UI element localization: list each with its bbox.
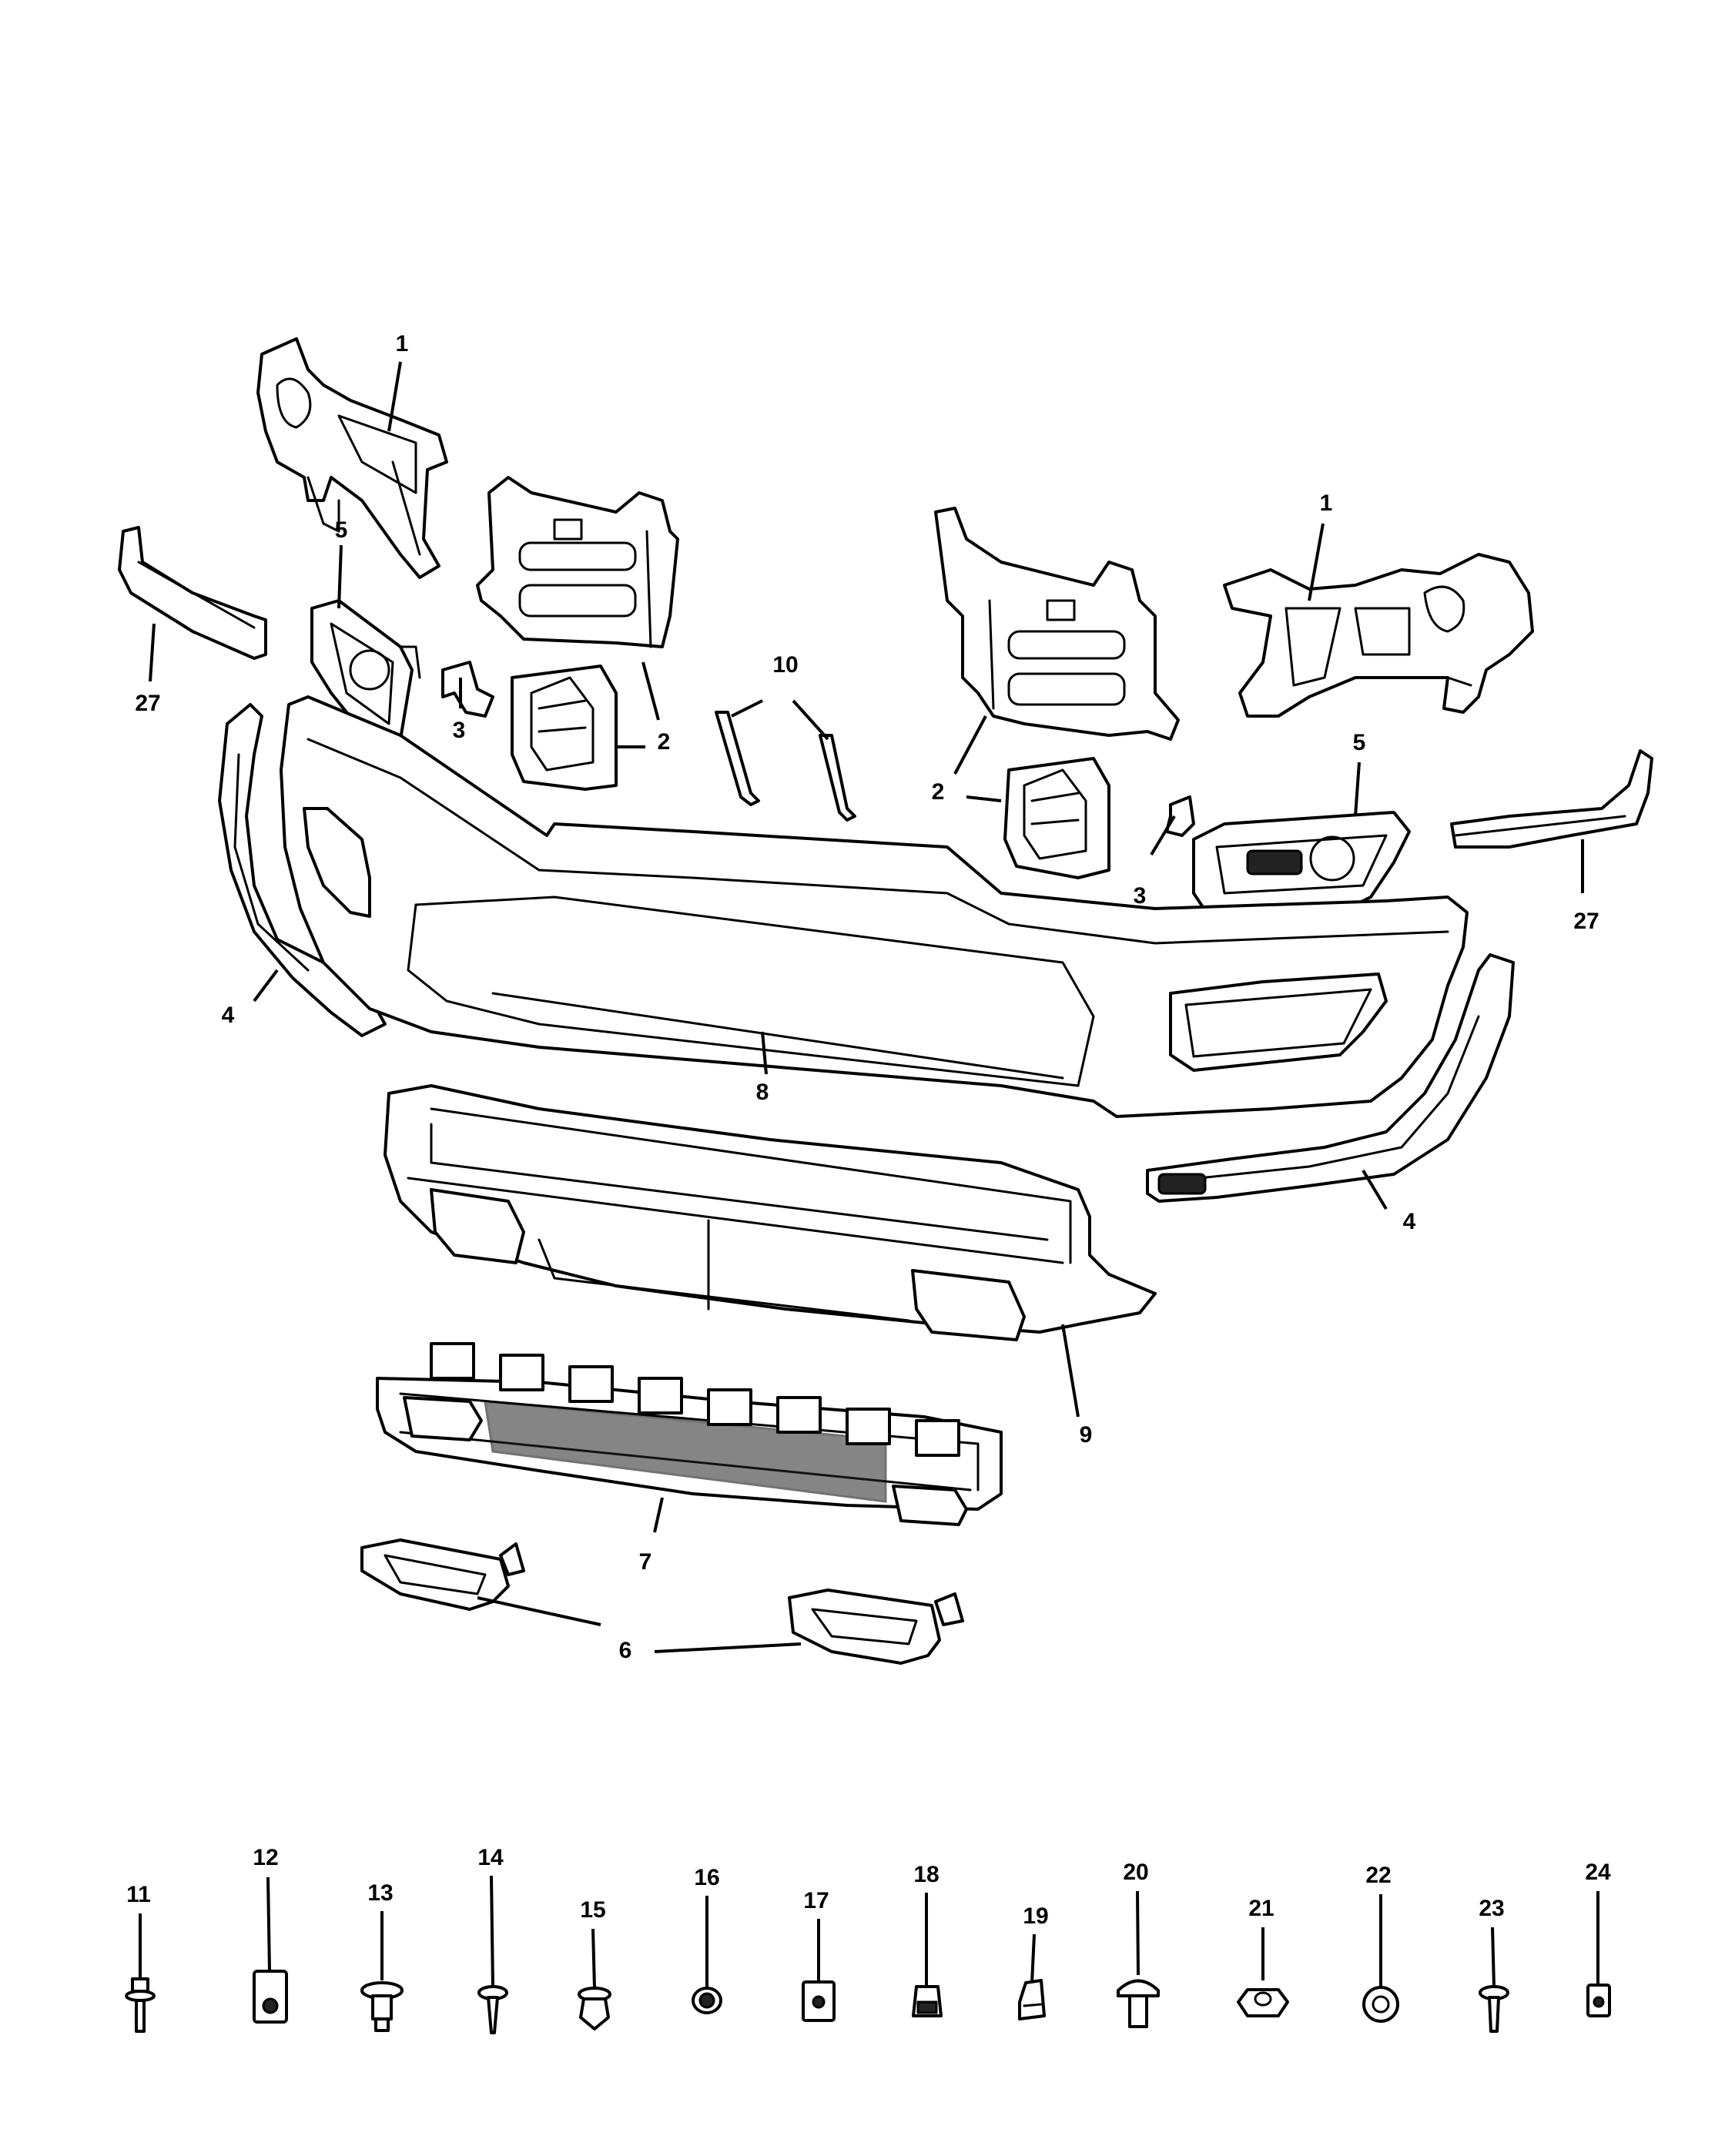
part-1-right-bracket: [1223, 553, 1534, 718]
fastener-15: 15: [578, 1897, 611, 2030]
fastener-13: 13: [360, 1880, 404, 2032]
screw-icon: [1479, 1985, 1509, 2033]
u-nut-icon: [253, 1970, 288, 2024]
spring-clip-icon: [912, 1985, 943, 2017]
fastener-12: 12: [253, 1845, 288, 2024]
callout-5-right: 5: [1353, 730, 1366, 755]
fastener-20-label: 20: [1123, 1860, 1148, 1885]
part-9-lower-bumper: [384, 1084, 1157, 1341]
callout-27-left: 27: [135, 691, 160, 716]
part-3-right-clip: [1165, 795, 1195, 837]
fastener-23-label: 23: [1479, 1896, 1504, 1921]
square-nut-icon: [802, 1980, 836, 2022]
part-5-right-bezel: [1192, 811, 1411, 918]
callout-7: 7: [639, 1549, 652, 1575]
callout-4-left: 4: [222, 1003, 235, 1028]
round-clip-icon: [692, 1987, 722, 2014]
fastener-24-label: 24: [1585, 1860, 1611, 1885]
rivet-head-icon: [1117, 1979, 1160, 2028]
part-7-grille: [376, 1342, 1003, 1526]
fastener-21-label: 21: [1248, 1896, 1274, 1921]
callout-1-right: 1: [1320, 490, 1333, 516]
part-2-right-plate: [934, 507, 1180, 879]
fastener-24: 24: [1585, 1860, 1611, 2017]
rivet-icon: [477, 1985, 508, 2034]
callout-6: 6: [619, 1638, 632, 1663]
fastener-17: 17: [802, 1888, 836, 2022]
speed-nut-icon: [1586, 1984, 1611, 2017]
fastener-13-label: 13: [367, 1880, 393, 1906]
part-6-left-bracket: [360, 1538, 525, 1611]
fastener-14: 14: [477, 1845, 508, 2034]
fastener-20: 20: [1117, 1860, 1160, 2028]
fastener-18-label: 18: [913, 1862, 939, 1887]
bolt-flange-icon: [125, 1977, 156, 2033]
part-2-left-plate: [476, 476, 679, 791]
bracket-clip-icon: [1018, 1979, 1046, 2020]
callout-3-right: 3: [1134, 883, 1147, 909]
fastener-row: 11 12 13: [125, 1845, 1611, 2034]
part-10-rods: [715, 711, 856, 822]
part-6-right-bracket: [788, 1589, 964, 1665]
fastener-11-label: 11: [126, 1882, 151, 1907]
star-nut-icon: [1362, 1986, 1399, 2023]
fastener-22: 22: [1362, 1863, 1399, 2023]
push-clip-icon: [578, 1987, 611, 2030]
fastener-14-label: 14: [477, 1845, 504, 1870]
fastener-17-label: 17: [803, 1888, 829, 1913]
callout-8: 8: [756, 1080, 769, 1105]
callout-27-right: 27: [1573, 909, 1599, 934]
callout-10: 10: [772, 652, 798, 678]
callout-9: 9: [1080, 1422, 1093, 1448]
part-8-upper-bumper: [280, 695, 1469, 1118]
leader-lines: [149, 361, 1584, 1653]
part-27-left-endcap: [118, 526, 267, 660]
callout-5-left: 5: [335, 517, 348, 543]
part-1-left-bracket: [256, 337, 448, 579]
fastener-11: 11: [125, 1882, 156, 2033]
fastener-19-label: 19: [1023, 1903, 1048, 1929]
part-27-right-endcap: [1450, 749, 1653, 849]
callout-3-left: 3: [453, 718, 466, 743]
fastener-22-label: 22: [1365, 1863, 1391, 1888]
fastener-18: 18: [912, 1862, 943, 2017]
callout-2-right: 2: [932, 779, 945, 805]
fastener-12-label: 12: [253, 1845, 278, 1870]
callout-labels: 1 1 2 2 3 3 4 4 5 5 6 7 8 9 10 27 27: [135, 331, 1599, 1663]
part-3-left-clip: [441, 661, 494, 718]
callout-1-left: 1: [396, 331, 409, 357]
push-pin-icon: [360, 1981, 404, 2032]
callout-2-left-upper: 2: [658, 729, 671, 755]
fastener-16: 16: [692, 1865, 722, 2014]
fastener-23: 23: [1479, 1896, 1509, 2033]
fastener-15-label: 15: [580, 1897, 605, 1923]
hex-nut-icon: [1237, 1988, 1289, 2017]
callout-4-right: 4: [1403, 1209, 1416, 1234]
fastener-16-label: 16: [694, 1865, 719, 1890]
part-4-right-trim: [1146, 953, 1515, 1203]
fastener-21: 21: [1237, 1896, 1289, 2017]
fastener-19: 19: [1018, 1903, 1049, 2020]
